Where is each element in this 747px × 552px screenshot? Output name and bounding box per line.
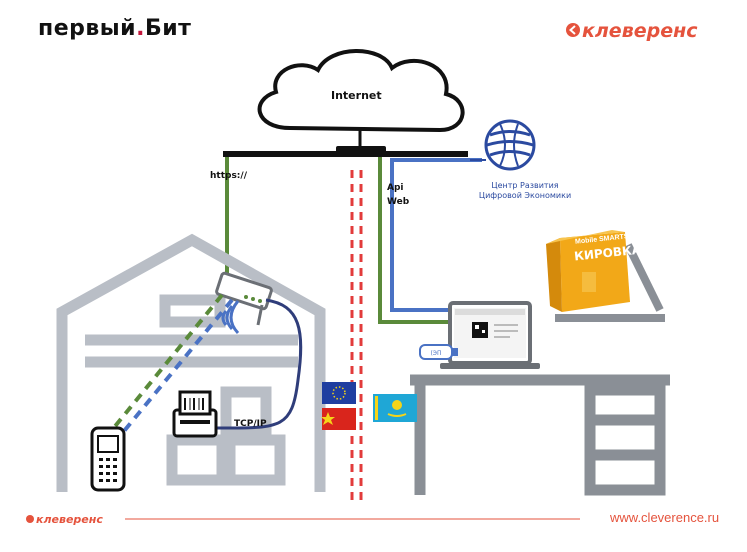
https-label: https:// [210,171,247,181]
tcpip-cable [214,298,303,430]
footer-logo-icon [26,515,34,523]
internet-hub [336,146,386,155]
internet-label: Internet [331,89,382,102]
green-link-laptop [378,157,450,324]
label-printer-icon [172,390,218,438]
logo-text-part1: первый [38,16,137,41]
wireless-link-blue [118,298,234,438]
usb-token-icon: (ЭП [419,344,458,360]
cdez-globe-icon [470,119,536,171]
footer-cleverence-logo: клеверенс [36,513,103,526]
blue-link-cdez [390,158,482,312]
cleverence-logo-icon [566,22,580,43]
tcpip-label: TCP/IP [234,419,267,429]
product-box-icon [546,230,630,312]
internet-cloud-icon [257,49,465,133]
desk-icon [410,374,670,496]
warehouse-icon [56,233,326,492]
china-flag [321,408,356,430]
wifi-icon [221,300,240,335]
cdez-label-line1: Центр Развития [491,181,559,190]
logo-dot: . [136,16,145,41]
cdez-label: Центр Развития Цифровой Экономики [470,181,580,201]
footer-url: www.cleverence.ru [610,510,720,525]
eu-flag [322,382,356,404]
svg-text:(ЭП: (ЭП [430,350,441,357]
wireless-link-green [110,293,224,432]
web-label: Web [387,197,410,207]
laptop-icon [440,301,540,369]
logo-text-part2: Бит [144,16,192,41]
cleverence-logo: клеверенс [582,20,698,42]
pervyi-bit-logo: первый.Бит [38,16,191,41]
monitor-stand-icon [555,243,665,322]
api-label: Api [387,183,404,193]
cdez-label-line2: Цифровой Экономики [478,191,572,200]
barcode-scanner-icon [90,426,126,492]
kazakhstan-flag [373,394,417,422]
